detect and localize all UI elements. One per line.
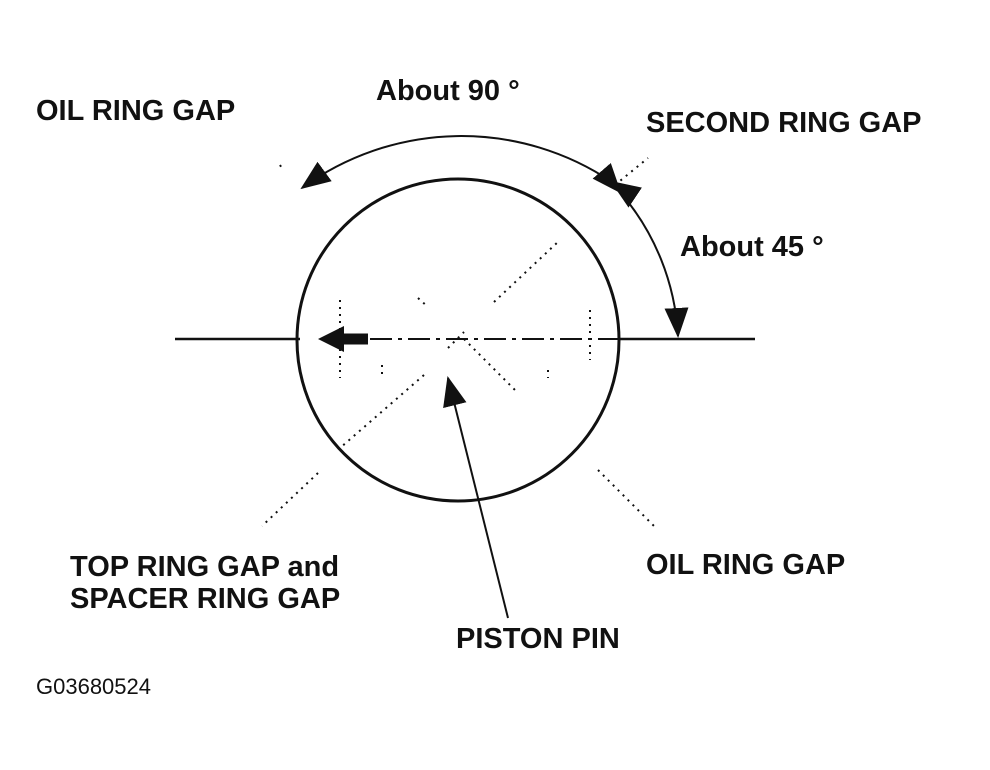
gap-line-oil-top [417, 297, 429, 308]
arc-45-degrees [592, 162, 689, 338]
label-about-45: About 45 ° [680, 231, 824, 263]
gap-line-oil-bottom-outer [597, 469, 656, 528]
label-top-ring-gap-line1: TOP RING GAP and [70, 551, 339, 583]
arc-90-degrees [300, 135, 642, 208]
label-about-90: About 90 ° [376, 75, 520, 107]
label-oil-ring-gap-top: OIL RING GAP [36, 95, 235, 127]
piston-pin-leader [443, 376, 509, 619]
figure-code: G03680524 [36, 674, 151, 699]
label-piston-pin: PISTON PIN [456, 623, 620, 655]
label-second-ring-gap: SECOND RING GAP [646, 107, 922, 139]
direction-arrow-icon [318, 326, 344, 352]
gap-line-second-ring-outer [614, 157, 649, 186]
label-oil-ring-gap-bottom: OIL RING GAP [646, 549, 845, 581]
gap-line-oil-top-outer [279, 164, 284, 171]
gap-line-top-ring-outer [261, 472, 319, 527]
gap-line-second-ring [493, 239, 561, 303]
label-top-ring-gap-line2: SPACER RING GAP [70, 583, 340, 615]
gap-line-top-ring [339, 374, 425, 449]
gap-line-oil-bottom [463, 338, 519, 394]
